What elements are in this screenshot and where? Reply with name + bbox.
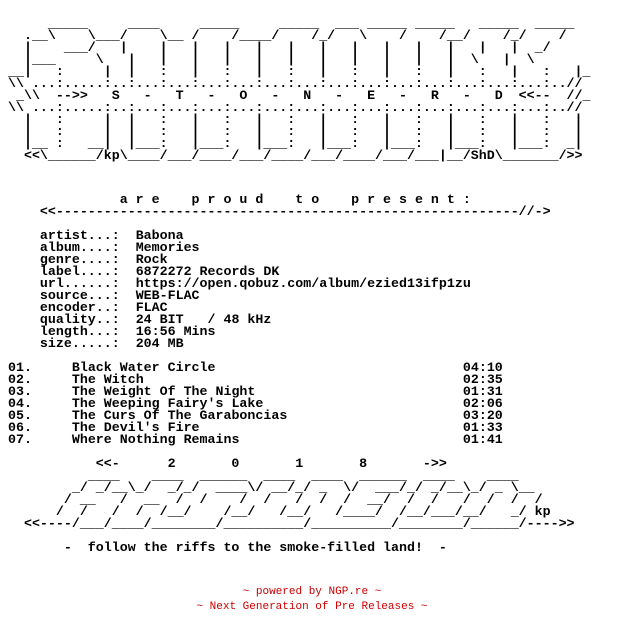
field-key: encoder..: bbox=[39, 300, 120, 315]
field-value: 204 MB bbox=[135, 336, 184, 351]
track-time: 02:06 bbox=[462, 396, 503, 411]
track-title: The Weight Of The Night bbox=[71, 384, 256, 399]
year-art: <<- 2 0 1 8 ->> ____ ____ ______ ____ __… bbox=[23, 456, 575, 531]
track-title: The Weeping Fairy's Lake bbox=[71, 396, 264, 411]
ngp-slogan-line: ~ Next Generation of Pre Releases ~ bbox=[196, 601, 428, 613]
year-2018-ascii-art: <<- 2 0 1 8 ->> ____ ____ ______ ____ __… bbox=[8, 456, 575, 555]
nfo-body: a r e p r o u d t o p r e s e n t : <<--… bbox=[8, 192, 551, 447]
presents-line: a r e p r o u d t o p r e s e n t : bbox=[8, 192, 471, 207]
tagline: - follow the riffs to the smoke-filled l… bbox=[8, 540, 447, 555]
track-title: The Witch bbox=[71, 372, 144, 387]
track-title: The Curs Of The Garaboncias bbox=[71, 408, 288, 423]
field-value: 16:56 Mins bbox=[135, 324, 216, 339]
field-value: WEB-FLAC bbox=[135, 288, 200, 303]
field-value: 6872272 Records DK bbox=[135, 264, 280, 279]
powered-by-line: ~ powered by NGP.re ~ bbox=[242, 586, 382, 598]
track-number: 03. bbox=[8, 384, 32, 399]
field-value: Babona bbox=[135, 228, 184, 243]
field-key: artist...: bbox=[39, 228, 120, 243]
track-time: 01:31 bbox=[462, 384, 503, 399]
field-key: album....: bbox=[39, 240, 120, 255]
track-title: The Devil's Fire bbox=[71, 420, 200, 435]
field-key: quality..: bbox=[39, 312, 120, 327]
field-value: Rock bbox=[135, 252, 168, 267]
field-key: size.....: bbox=[39, 336, 120, 351]
field-value: 24 BIT / 48 kHz bbox=[135, 312, 272, 327]
field-value: Memories bbox=[135, 240, 200, 255]
field-key: source...: bbox=[39, 288, 120, 303]
presents-rule: <<--------------------------------------… bbox=[8, 204, 551, 219]
track-number: 06. bbox=[8, 420, 32, 435]
track-title: Black Water Circle bbox=[71, 360, 216, 375]
track-number: 02. bbox=[8, 372, 32, 387]
track-number: 01. bbox=[8, 360, 32, 375]
field-key: genre....: bbox=[39, 252, 120, 267]
track-title: Where Nothing Remains bbox=[71, 432, 240, 447]
track-number: 07. bbox=[8, 432, 32, 447]
track-time: 02:35 bbox=[462, 372, 503, 387]
field-key: label....: bbox=[39, 264, 120, 279]
track-number: 04. bbox=[8, 396, 32, 411]
track-time: 01:41 bbox=[462, 432, 503, 447]
track-time: 03:20 bbox=[462, 408, 503, 423]
track-time: 01:33 bbox=[462, 420, 503, 435]
stonerd-ascii-logo: _____ ____ _____ _____ ___ _____ _____ _… bbox=[8, 16, 591, 163]
track-time: 04:10 bbox=[462, 360, 503, 375]
track-number: 05. bbox=[8, 408, 32, 423]
field-value: https://open.qobuz.com/album/ezied13ifp1… bbox=[135, 276, 471, 291]
field-key: url......: bbox=[39, 276, 120, 291]
field-key: length...: bbox=[39, 324, 120, 339]
field-value: FLAC bbox=[135, 300, 168, 315]
